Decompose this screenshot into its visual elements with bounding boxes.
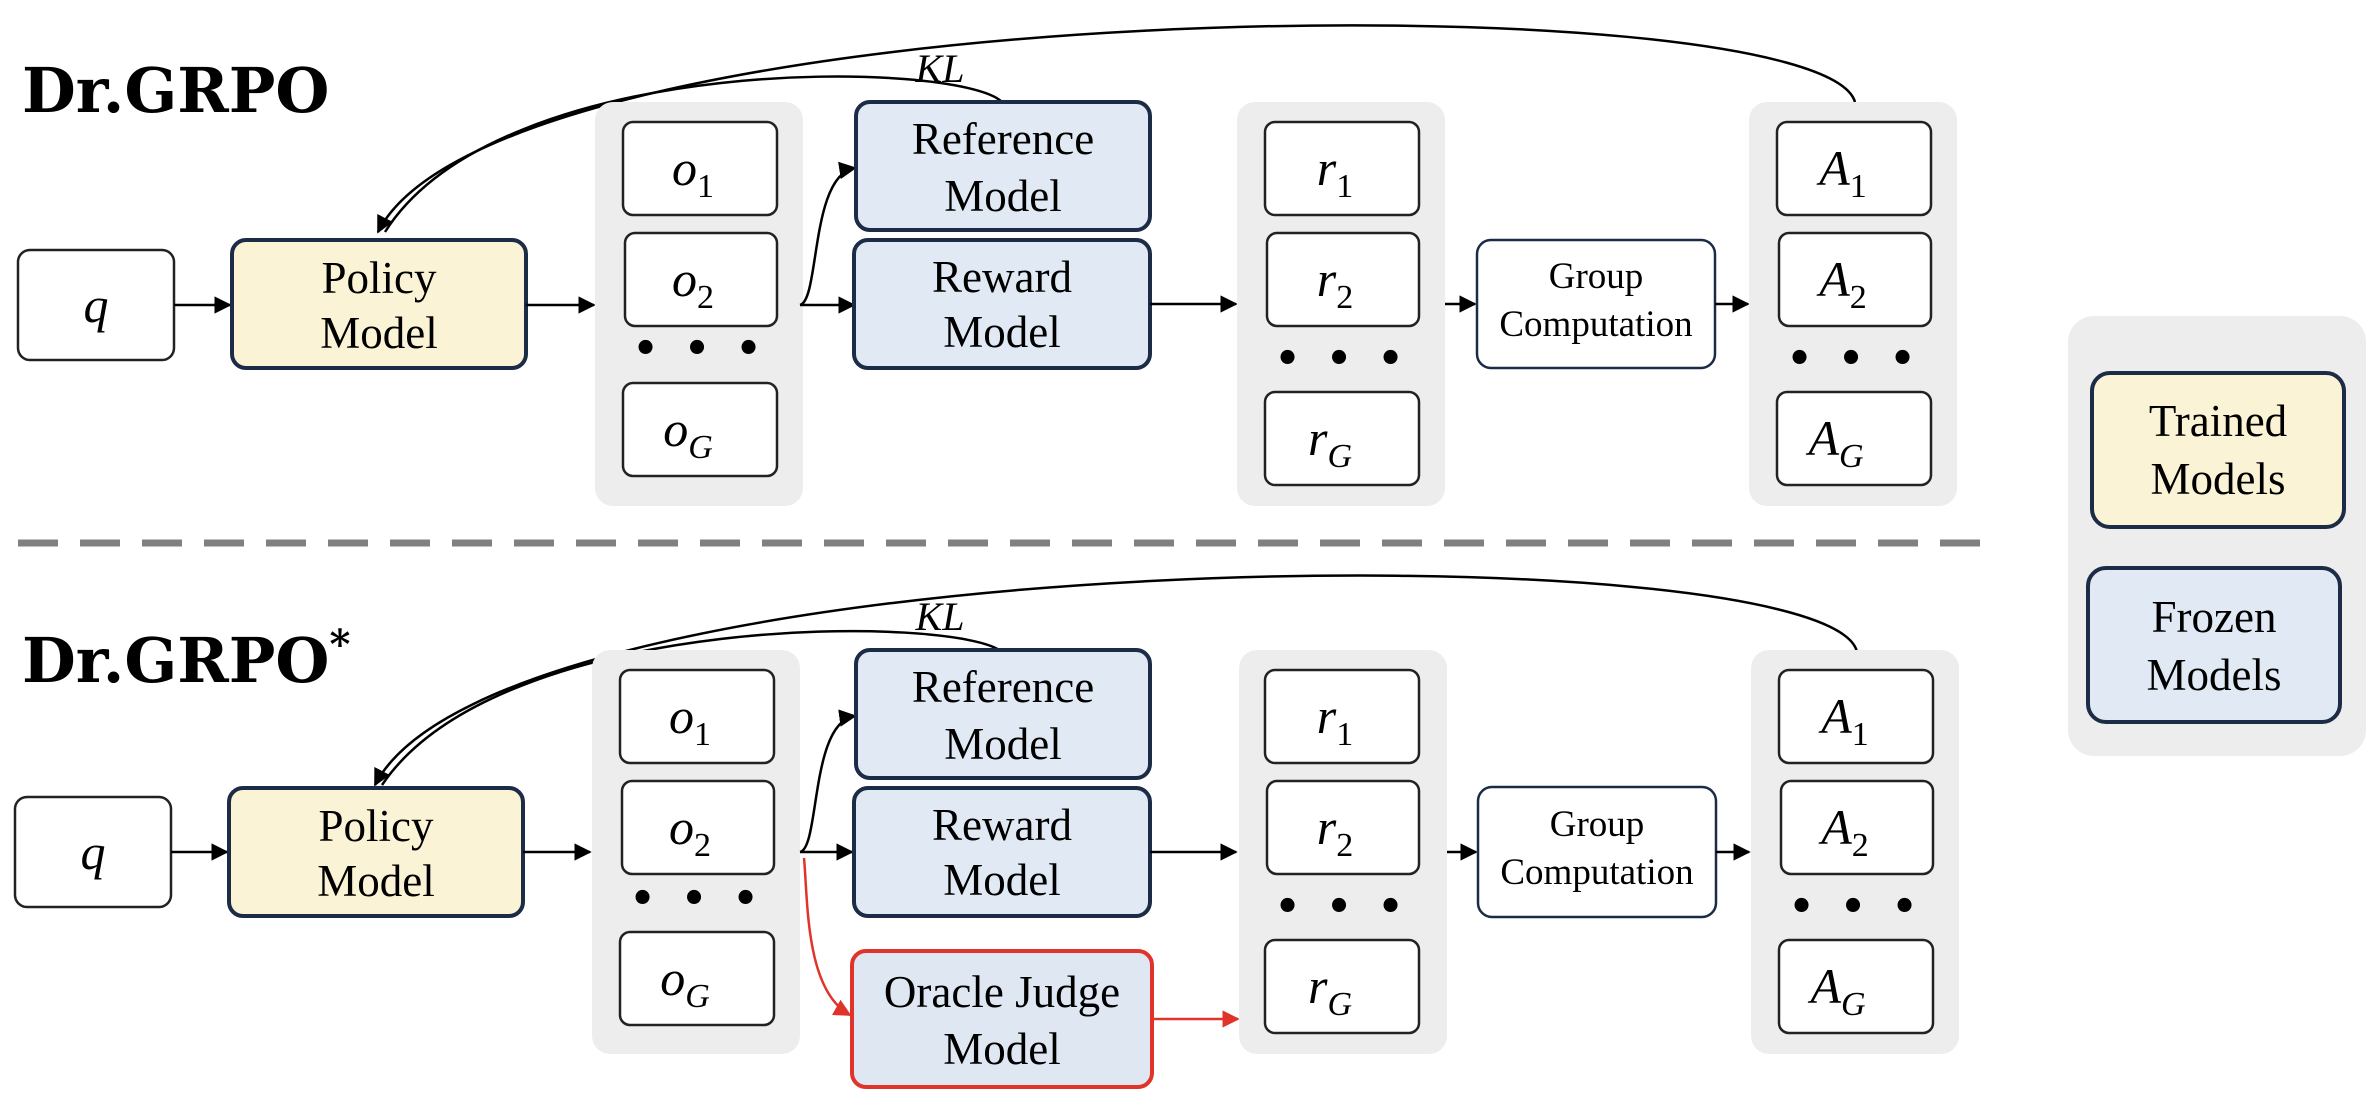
top-reward-g: rG [1308,410,1352,475]
top-section: Dr.GRPO KL q Policy Model o1 o2 • • • oG… [16,24,1957,506]
top-kl-label: KL [915,46,965,91]
top-group-label-line1: Group [1549,256,1644,297]
top-reward-g-box [1263,390,1421,487]
bottom-title: Dr.GRPO* [22,621,350,697]
top-advantage-1: A1 [1816,140,1867,205]
top-rewards-ellipsis: • • • [1275,336,1410,382]
top-policy-label-line1: Policy [321,253,437,303]
legend-frozen-label-line2: Models [2147,650,2282,700]
bottom-advantage-feedback-arc [373,574,1859,787]
bottom-advantages-ellipsis: • • • [1789,884,1924,930]
top-output-1-box [621,120,779,217]
bottom-output-g-box [618,930,776,1027]
bottom-query-symbol: q [81,824,106,880]
top-query-symbol: q [84,277,109,333]
top-reward-label-line1: Reward [932,252,1072,302]
bottom-reward-2-box [1265,779,1421,876]
top-output-g-box [621,381,779,478]
bottom-arrow-output-reference [799,709,857,854]
legend: Trained Models Frozen Models [2068,316,2366,756]
bottom-reward-label-line2: Model [943,855,1061,905]
top-reference-model-box [854,100,1152,232]
top-advantage-g-box [1775,390,1933,487]
bottom-reference-label-line2: Model [944,719,1062,769]
bottom-advantage-1: A1 [1818,688,1869,753]
top-arrow-output-reference [799,161,857,307]
top-reward-1: r1 [1317,140,1353,205]
top-output-2: o2 [672,251,714,316]
top-policy-label-line2: Model [320,308,438,358]
bottom-rewards-ellipsis: • • • [1275,884,1410,930]
legend-trained-label-line2: Models [2151,454,2286,504]
bottom-section: Dr.GRPO* KL q Policy Model o1 o2 • • • o… [13,574,1959,1089]
top-advantage-2-box [1777,231,1933,328]
bottom-reference-model-box [854,648,1152,780]
bottom-policy-label-line2: Model [317,856,435,906]
bottom-reward-1: r1 [1317,688,1353,753]
top-reference-label-line2: Model [944,171,1062,221]
bottom-oracle-label-line2: Model [943,1024,1061,1074]
top-advantage-2: A2 [1816,251,1867,316]
top-outputs-ellipsis: • • • [633,326,768,372]
bottom-group-label-line1: Group [1550,804,1645,845]
bottom-kl-label: KL [915,594,965,639]
top-reference-label-line1: Reference [912,114,1094,164]
bottom-oracle-label-line1: Oracle Judge [884,967,1120,1017]
top-reward-2: r2 [1317,251,1353,316]
legend-frozen-label-line1: Frozen [2152,592,2277,642]
bottom-output-1-box [618,668,776,765]
top-reward-label-line2: Model [943,307,1061,357]
top-output-2-box [623,231,779,328]
bottom-advantage-g: AG [1807,958,1865,1023]
top-group-label-line2: Computation [1499,304,1692,345]
top-output-1: o1 [672,140,714,205]
bottom-output-2: o2 [669,799,711,864]
bottom-reference-label-line1: Reference [912,662,1094,712]
bottom-reward-2: r2 [1317,799,1353,864]
top-advantages-ellipsis: • • • [1787,336,1922,382]
bottom-reward-1-box [1263,668,1421,765]
top-kl-arc [383,75,1003,233]
bottom-advantage-2-box [1779,779,1935,876]
legend-frozen-swatch [2086,566,2342,724]
bottom-advantage-1-box [1777,668,1935,765]
bottom-advantage-2: A2 [1818,799,1869,864]
bottom-output-2-box [620,779,776,876]
top-output-g: oG [663,401,713,466]
bottom-output-g: oG [660,950,710,1015]
bottom-policy-label-line1: Policy [318,801,434,851]
top-reward-2-box [1265,231,1421,328]
top-advantage-1-box [1775,120,1933,217]
bottom-reward-g-box [1263,938,1421,1035]
top-advantage-g: AG [1805,410,1863,475]
bottom-group-label-line2: Computation [1500,852,1693,893]
bottom-kl-arc [380,629,1003,786]
bottom-outputs-ellipsis: • • • [630,876,765,922]
top-title: Dr.GRPO [22,54,329,127]
top-reward-1-box [1263,120,1421,217]
legend-trained-label-line1: Trained [2149,396,2287,446]
bottom-output-1: o1 [669,688,711,753]
bottom-reward-label-line1: Reward [932,800,1072,850]
bottom-advantage-g-box [1777,938,1935,1035]
top-advantage-feedback-arc [376,24,1857,234]
legend-trained-swatch [2090,371,2346,529]
bottom-arrow-output-oracle [802,857,852,1017]
bottom-reward-g: rG [1308,958,1352,1023]
